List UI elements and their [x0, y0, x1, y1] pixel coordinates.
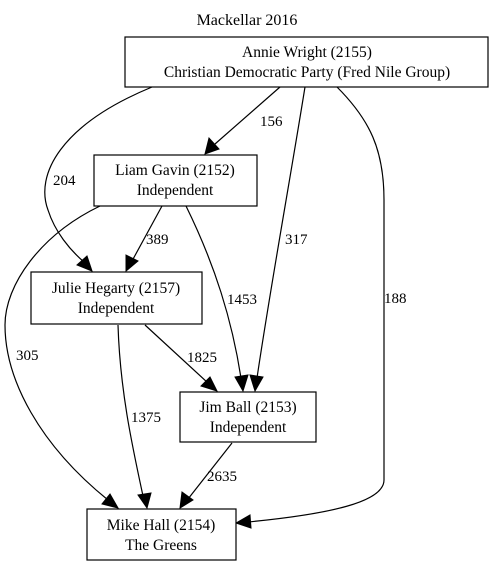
edge-annie-mike [247, 86, 385, 523]
edge-annie-jim [256, 86, 306, 379]
node-julie-hegarty-box [30, 271, 203, 325]
node-annie-wright-box [124, 36, 489, 88]
node-liam-gavin-box [93, 154, 258, 207]
node-annie-wright-party: Christian Democratic Party (Fred Nile Gr… [164, 64, 450, 81]
edges: 156 204 317 188 389 1453 305 1825 1375 [4, 86, 407, 529]
edge-label-liam-julie: 389 [146, 232, 169, 248]
edge-liam-jim [185, 205, 242, 379]
edge-annie-liam [214, 86, 281, 145]
edge-liam-julie [131, 205, 163, 262]
edge-liam-mike-arrowhead [101, 493, 120, 509]
node-julie-hegarty: Julie Hegarty (2157) Independent [30, 271, 203, 325]
edge-label-jim-mike: 2635 [207, 469, 237, 485]
edge-label-annie-liam: 156 [260, 114, 283, 130]
edge-label-liam-jim: 1453 [227, 292, 257, 308]
edge-annie-liam-arrowhead [204, 136, 220, 155]
node-jim-ball: Jim Ball (2153) Independent [179, 391, 317, 443]
edge-julie-mike-arrowhead [137, 492, 152, 510]
node-mike-hall: Mike Hall (2154) The Greens [86, 508, 237, 561]
edge-jim-mike [187, 442, 233, 500]
edge-annie-julie-arrowhead [76, 255, 93, 272]
edge-label-liam-mike: 305 [16, 348, 39, 364]
edge-label-annie-julie: 204 [53, 173, 76, 189]
node-annie-wright: Annie Wright (2155) Christian Democratic… [124, 36, 489, 88]
node-julie-hegarty-name: Julie Hegarty (2157) [52, 280, 180, 297]
node-mike-hall-box [86, 508, 237, 561]
diagram-title: Mackellar 2016 [197, 12, 298, 29]
edge-annie-mike-arrowhead [234, 514, 252, 529]
node-jim-ball-name: Jim Ball (2153) [199, 399, 296, 416]
edge-liam-jim-arrowhead [234, 374, 249, 393]
edge-annie-julie [44, 86, 153, 263]
edge-jim-mike-arrowhead [179, 491, 194, 509]
edge-label-annie-jim: 317 [285, 232, 308, 248]
node-mike-hall-party: The Greens [125, 537, 197, 554]
edge-liam-julie-arrowhead [125, 254, 139, 273]
node-liam-gavin: Liam Gavin (2152) Independent [93, 154, 258, 207]
edge-label-julie-jim: 1825 [187, 350, 217, 366]
node-jim-ball-box [179, 391, 317, 443]
edge-annie-jim-arrowhead [249, 374, 264, 393]
edge-julie-jim-arrowhead [200, 376, 218, 392]
edge-label-julie-mike: 1375 [131, 410, 161, 426]
node-liam-gavin-name: Liam Gavin (2152) [115, 162, 235, 179]
edge-julie-jim [144, 324, 209, 384]
node-julie-hegarty-party: Independent [78, 300, 155, 317]
node-annie-wright-name: Annie Wright (2155) [242, 44, 372, 61]
edge-julie-mike [117, 324, 144, 497]
node-jim-ball-party: Independent [210, 419, 287, 436]
node-mike-hall-name: Mike Hall (2154) [107, 517, 215, 534]
edge-label-annie-mike: 188 [384, 291, 407, 307]
edge-liam-mike [4, 205, 109, 501]
node-liam-gavin-party: Independent [137, 182, 214, 199]
